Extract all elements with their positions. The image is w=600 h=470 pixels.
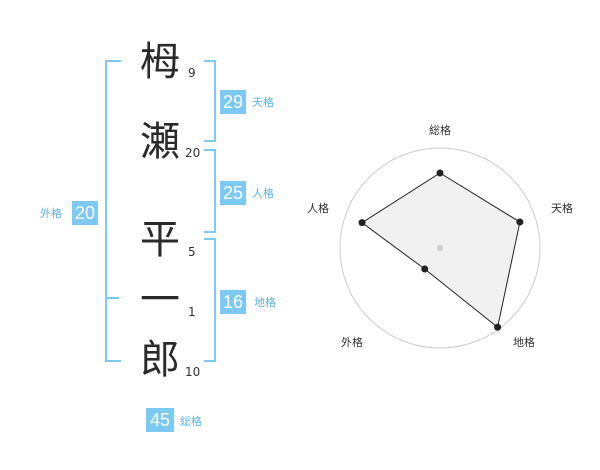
stroke-count-3: 5	[188, 245, 196, 259]
axis-label-chi: 地格	[513, 335, 535, 349]
radar-point-3	[494, 323, 502, 331]
chi-label: 地格	[254, 296, 276, 309]
radar-center-dot	[437, 245, 443, 251]
chi-bracket	[204, 238, 216, 362]
axis-label-sou: 総格	[429, 123, 451, 137]
gai-label: 外格	[40, 207, 62, 220]
gai-value-badge: 20	[72, 201, 98, 225]
name-char-3: 平	[140, 217, 180, 263]
radar-point-2	[516, 218, 524, 226]
jin-bracket	[204, 149, 216, 233]
axis-label-ten: 天格	[551, 201, 573, 215]
radar-point-5	[358, 219, 366, 227]
radar-points	[358, 169, 524, 331]
name-char-4: 一	[140, 277, 180, 323]
ten-bracket	[204, 60, 216, 142]
axis-label-jin: 人格	[307, 201, 329, 215]
ten-value-badge: 29	[220, 90, 246, 114]
name-char-2: 瀬	[140, 119, 180, 165]
name-char-5: 郎	[140, 337, 180, 383]
stroke-count-1: 9	[188, 66, 196, 80]
radar-point-1	[436, 169, 444, 177]
outer-bracket	[105, 60, 121, 362]
name-char-1: 栂	[140, 39, 180, 85]
radar-point-4	[421, 265, 429, 273]
stroke-count-2: 20	[185, 146, 201, 160]
outer-bracket-divider	[105, 297, 119, 299]
sou-value-badge: 45	[146, 408, 174, 432]
ten-label: 天格	[252, 96, 274, 109]
jin-label: 人格	[252, 187, 274, 200]
stroke-count-5: 10	[185, 365, 201, 379]
jin-value-badge: 25	[220, 181, 246, 205]
chi-value-badge: 16	[220, 290, 246, 314]
stroke-count-4: 1	[188, 305, 196, 319]
axis-label-gai: 外格	[341, 335, 363, 349]
sou-label: 総格	[180, 415, 202, 428]
